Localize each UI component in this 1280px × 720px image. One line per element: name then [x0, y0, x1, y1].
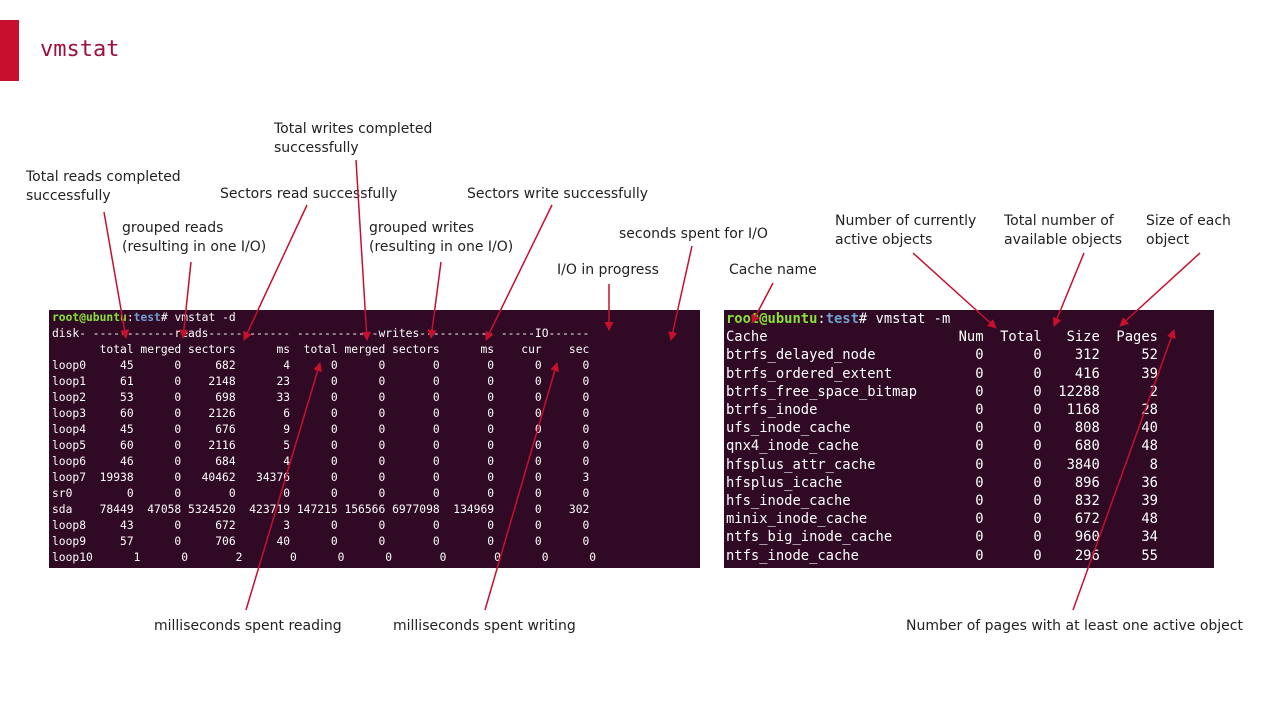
disk-row: loop4 45 0 676 9 0 0 0 0 0 0 — [52, 423, 590, 436]
annotation-line: grouped writes — [369, 220, 475, 236]
arrow-grouped-reads — [179, 261, 192, 339]
disk-row: loop2 53 0 698 33 0 0 0 0 0 0 — [52, 391, 590, 404]
disk-row: loop8 43 0 672 3 0 0 0 0 0 0 — [52, 519, 590, 532]
annotation-line: successfully — [26, 188, 111, 204]
terminal-output: root@ubuntu:test# vmstat -d disk- ------… — [49, 310, 700, 568]
annotation-total-writes: Total writes completed successfully — [274, 120, 432, 158]
disk-row: loop0 45 0 682 4 0 0 0 0 0 0 — [52, 359, 590, 372]
annotation-sectors-read: Sectors read successfully — [220, 186, 398, 202]
terminal-vmstat-m: root@ubuntu:test# vmstat -m Cache Num To… — [724, 310, 1214, 568]
annotation-line: Total reads completed — [26, 169, 181, 185]
annotation-line: active objects — [835, 232, 933, 248]
annotation-ms-writing: milliseconds spent writing — [393, 618, 576, 634]
annotation-num-active: Number of currently active objects — [835, 212, 976, 250]
arrow-pages-active — [1072, 329, 1176, 611]
prompt-dir: test — [825, 311, 859, 327]
disk-header-columns: total merged sectors ms total merged sec… — [52, 343, 590, 356]
terminal-vmstat-d: root@ubuntu:test# vmstat -d disk- ------… — [49, 310, 700, 568]
command-text: # vmstat -m — [858, 311, 951, 327]
arrow-ms-reading — [245, 362, 322, 611]
arrow-ms-writing — [484, 362, 560, 611]
annotation-ms-reading: milliseconds spent reading — [154, 618, 342, 634]
annotation-line: grouped reads — [122, 220, 224, 236]
annotation-line: (resulting in one I/O) — [369, 239, 514, 255]
slab-row: ntfs_inode_cache 0 0 296 55 — [726, 547, 1158, 564]
annotation-line: available objects — [1004, 232, 1123, 248]
arrow-size-each — [1119, 252, 1201, 327]
slab-row: qnx4_inode_cache 0 0 680 48 — [726, 438, 1158, 455]
arrow-seconds-io — [668, 245, 693, 341]
annotation-pages-active: Number of pages with at least one active… — [906, 618, 1243, 634]
prompt-user: root@ubuntu — [52, 311, 127, 324]
slab-row: hfs_inode_cache 0 0 832 39 — [726, 493, 1158, 510]
annotation-line: object — [1146, 232, 1190, 248]
annotation-seconds-io: seconds spent for I/O — [619, 226, 768, 242]
slab-row: btrfs_inode 0 0 1168 28 — [726, 402, 1158, 419]
slab-row: ufs_inode_cache 0 0 808 40 — [726, 420, 1158, 437]
disk-row: loop1 61 0 2148 23 0 0 0 0 0 0 — [52, 375, 590, 388]
prompt-colon: : — [817, 311, 826, 327]
slab-row: ntfs_big_inode_cache 0 0 960 34 — [726, 529, 1158, 546]
prompt-dir: test — [133, 311, 161, 324]
disk-row: loop7 19938 0 40462 34376 0 0 0 0 0 3 — [52, 471, 590, 484]
arrow-grouped-writes — [427, 261, 442, 339]
slab-row: btrfs_free_space_bitmap 0 0 12288 2 — [726, 383, 1158, 400]
annotation-sectors-write: Sectors write successfully — [467, 186, 649, 202]
accent-bar — [0, 20, 19, 81]
prompt-line: root@ubuntu:test# vmstat -m — [726, 311, 950, 327]
disk-row: loop3 60 0 2126 6 0 0 0 0 0 0 — [52, 407, 590, 420]
disk-row: loop9 57 0 706 40 0 0 0 0 0 0 — [52, 535, 590, 548]
annotation-total-reads: Total reads completed successfully — [26, 168, 181, 206]
disk-row: loop6 46 0 684 4 0 0 0 0 0 0 — [52, 455, 590, 468]
annotation-line: Size of each — [1146, 213, 1231, 229]
annotation-line: Total number of — [1004, 213, 1114, 229]
slab-row: minix_inode_cache 0 0 672 48 — [726, 511, 1158, 528]
slab-row: btrfs_ordered_extent 0 0 416 39 — [726, 365, 1158, 382]
prompt-user: root@ubuntu — [726, 311, 818, 327]
disk-row-last: loop10 1 0 2 0 0 0 0 0 0 0 — [52, 551, 597, 564]
annotation-total-available: Total number of available objects — [1004, 212, 1122, 250]
annotation-size-each: Size of each object — [1146, 212, 1231, 250]
annotation-io-in-progress: I/O in progress — [557, 262, 659, 278]
slab-row: btrfs_delayed_node 0 0 312 52 — [726, 347, 1158, 364]
slab-row: hfsplus_icache 0 0 896 36 — [726, 474, 1158, 491]
annotation-line: Number of currently — [835, 213, 977, 229]
slide-title: vmstat — [40, 37, 120, 62]
disk-header-groups: disk- ------------reads------------ ----… — [52, 327, 590, 340]
arrow-total-available — [1052, 252, 1085, 327]
slab-header: Cache Num Total Size Pages — [726, 329, 1158, 346]
annotation-line: successfully — [274, 140, 359, 156]
arrow-cache-name — [751, 282, 774, 324]
slab-row: hfsplus_attr_cache 0 0 3840 8 — [726, 456, 1158, 473]
annotation-line: Total writes completed — [274, 121, 433, 137]
arrow-num-active — [912, 252, 997, 329]
disk-row: loop5 60 0 2116 5 0 0 0 0 0 0 — [52, 439, 590, 452]
annotation-line: (resulting in one I/O) — [122, 239, 267, 255]
annotation-grouped-reads: grouped reads (resulting in one I/O) — [122, 219, 266, 257]
arrow-sectors-read — [243, 204, 308, 341]
annotation-cache-name: Cache name — [729, 262, 817, 278]
annotation-grouped-writes: grouped writes (resulting in one I/O) — [369, 219, 513, 257]
arrow-total-reads — [103, 211, 130, 339]
disk-row: sr0 0 0 0 0 0 0 0 0 0 0 — [52, 487, 590, 500]
terminal-output: root@ubuntu:test# vmstat -m Cache Num To… — [724, 310, 1214, 565]
prompt-colon: : — [126, 311, 134, 324]
disk-row: sda 78449 47058 5324520 423719 147215 15… — [52, 503, 590, 516]
arrow-sectors-write — [485, 204, 553, 341]
arrow-total-writes — [355, 159, 371, 341]
